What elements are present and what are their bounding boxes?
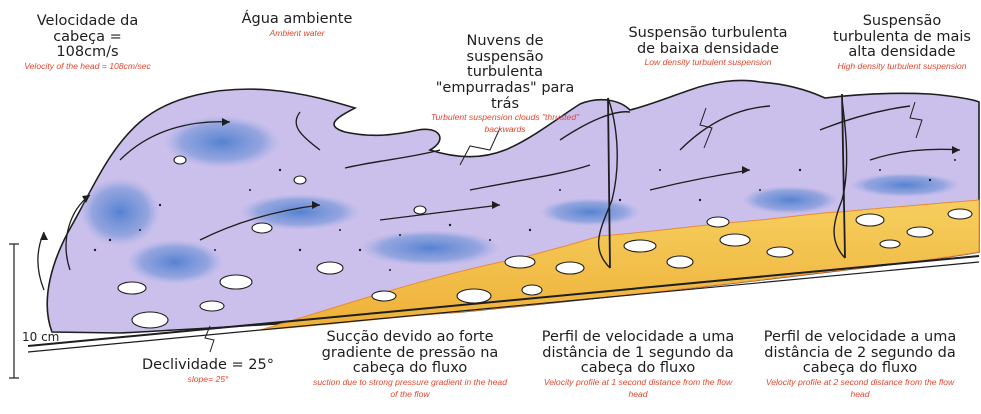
label-turbulent-clouds: Nuvens de suspensão turbulenta "empurrad… xyxy=(430,34,580,135)
dense-blob xyxy=(742,186,838,214)
dense-blob xyxy=(850,173,960,197)
turbulent-clouds-pt: Nuvens de suspensão turbulenta "empurrad… xyxy=(430,34,580,112)
turbulent-clouds-en: Turbulent suspension clouds "thrusted" b… xyxy=(430,112,580,135)
slope-pt: Declividade = 25° xyxy=(128,358,288,374)
label-ambient-water: Água ambiente Ambient water xyxy=(236,12,358,39)
head-velocity-pt: Velocidade da cabeça = 108cm/s xyxy=(20,14,155,61)
scale-label: 10 cm xyxy=(22,330,59,344)
profile-1s-pt: Perfil de velocidade a uma distância de … xyxy=(540,330,736,377)
label-profile-1s: Perfil de velocidade a uma distância de … xyxy=(540,330,736,400)
label-head-velocity: Velocidade da cabeça = 108cm/s Velocity … xyxy=(20,14,155,73)
dense-blob xyxy=(540,198,640,226)
label-profile-2s: Perfil de velocidade a uma distância de … xyxy=(760,330,960,400)
profile-2s-en: Velocity profile at 2 second distance fr… xyxy=(760,377,960,400)
label-high-density: Suspensão turbulenta de mais alta densid… xyxy=(826,14,978,73)
profile-1s-en: Velocity profile at 1 second distance fr… xyxy=(540,377,736,400)
label-slope: Declividade = 25° slope= 25° xyxy=(128,358,288,385)
high-density-pt: Suspensão turbulenta de mais alta densid… xyxy=(826,14,978,61)
dense-blob xyxy=(360,230,500,266)
high-density-en: High density turbulent suspension xyxy=(826,61,978,73)
ambient-water-en: Ambient water xyxy=(236,28,358,40)
scale-bar xyxy=(9,244,19,378)
label-low-density: Suspensão turbulenta de baixa densidade … xyxy=(628,26,788,69)
slope-en: slope= 25° xyxy=(128,374,288,386)
profile-2s-pt: Perfil de velocidade a uma distância de … xyxy=(760,330,960,377)
suction-pt: Sucção devido ao forte gradiente de pres… xyxy=(310,330,510,377)
head-velocity-en: Velocity of the head = 108cm/sec xyxy=(20,61,155,73)
dense-blob xyxy=(127,240,223,284)
dense-blob xyxy=(80,178,160,246)
low-density-en: Low density turbulent suspension xyxy=(628,57,788,69)
suction-en: suction due to strong pressure gradient … xyxy=(310,377,510,400)
label-suction: Sucção devido ao forte gradiente de pres… xyxy=(310,330,510,400)
ambient-water-pt: Água ambiente xyxy=(236,12,358,28)
low-density-pt: Suspensão turbulenta de baixa densidade xyxy=(628,26,788,57)
